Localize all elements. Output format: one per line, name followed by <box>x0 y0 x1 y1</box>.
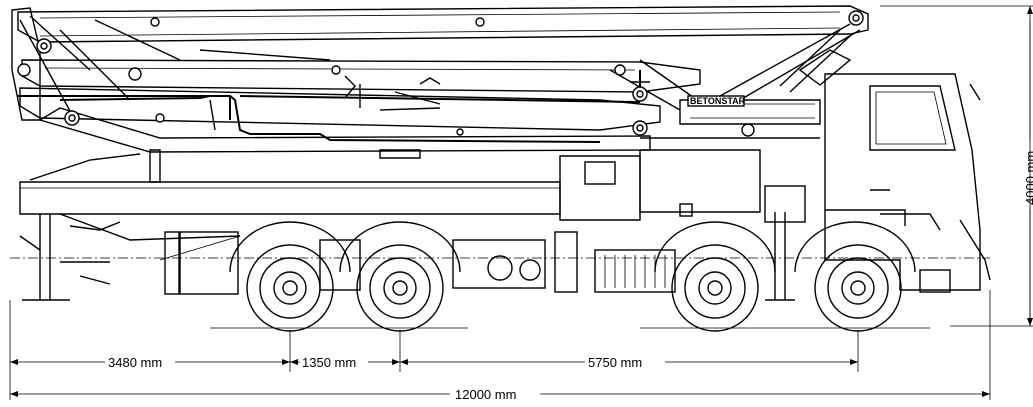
chassis <box>10 149 990 301</box>
cab <box>764 73 991 293</box>
wheel-1 <box>229 221 351 332</box>
wheel-2 <box>339 221 461 332</box>
brand-plate-text: BETONSTAR <box>690 96 746 106</box>
dim-axle-spacing-front: 1350 mm <box>302 355 356 370</box>
wheel-4 <box>794 221 916 332</box>
dim-axle-spacing-rear: 5750 mm <box>588 355 642 370</box>
dimension-lines: 3480 mm 1350 mm 5750 mm 12000 mm 4000 mm <box>9 5 1033 402</box>
dim-front-overhang: 3480 mm <box>108 355 162 370</box>
dim-overall-height: 4000 mm <box>1023 151 1033 205</box>
wheels <box>210 221 930 332</box>
brand-plate <box>687 95 745 107</box>
dim-overall-length: 12000 mm <box>455 387 516 402</box>
boom-assembly <box>11 5 869 153</box>
wheel-3 <box>654 221 776 332</box>
turret: BETONSTAR <box>559 95 821 221</box>
